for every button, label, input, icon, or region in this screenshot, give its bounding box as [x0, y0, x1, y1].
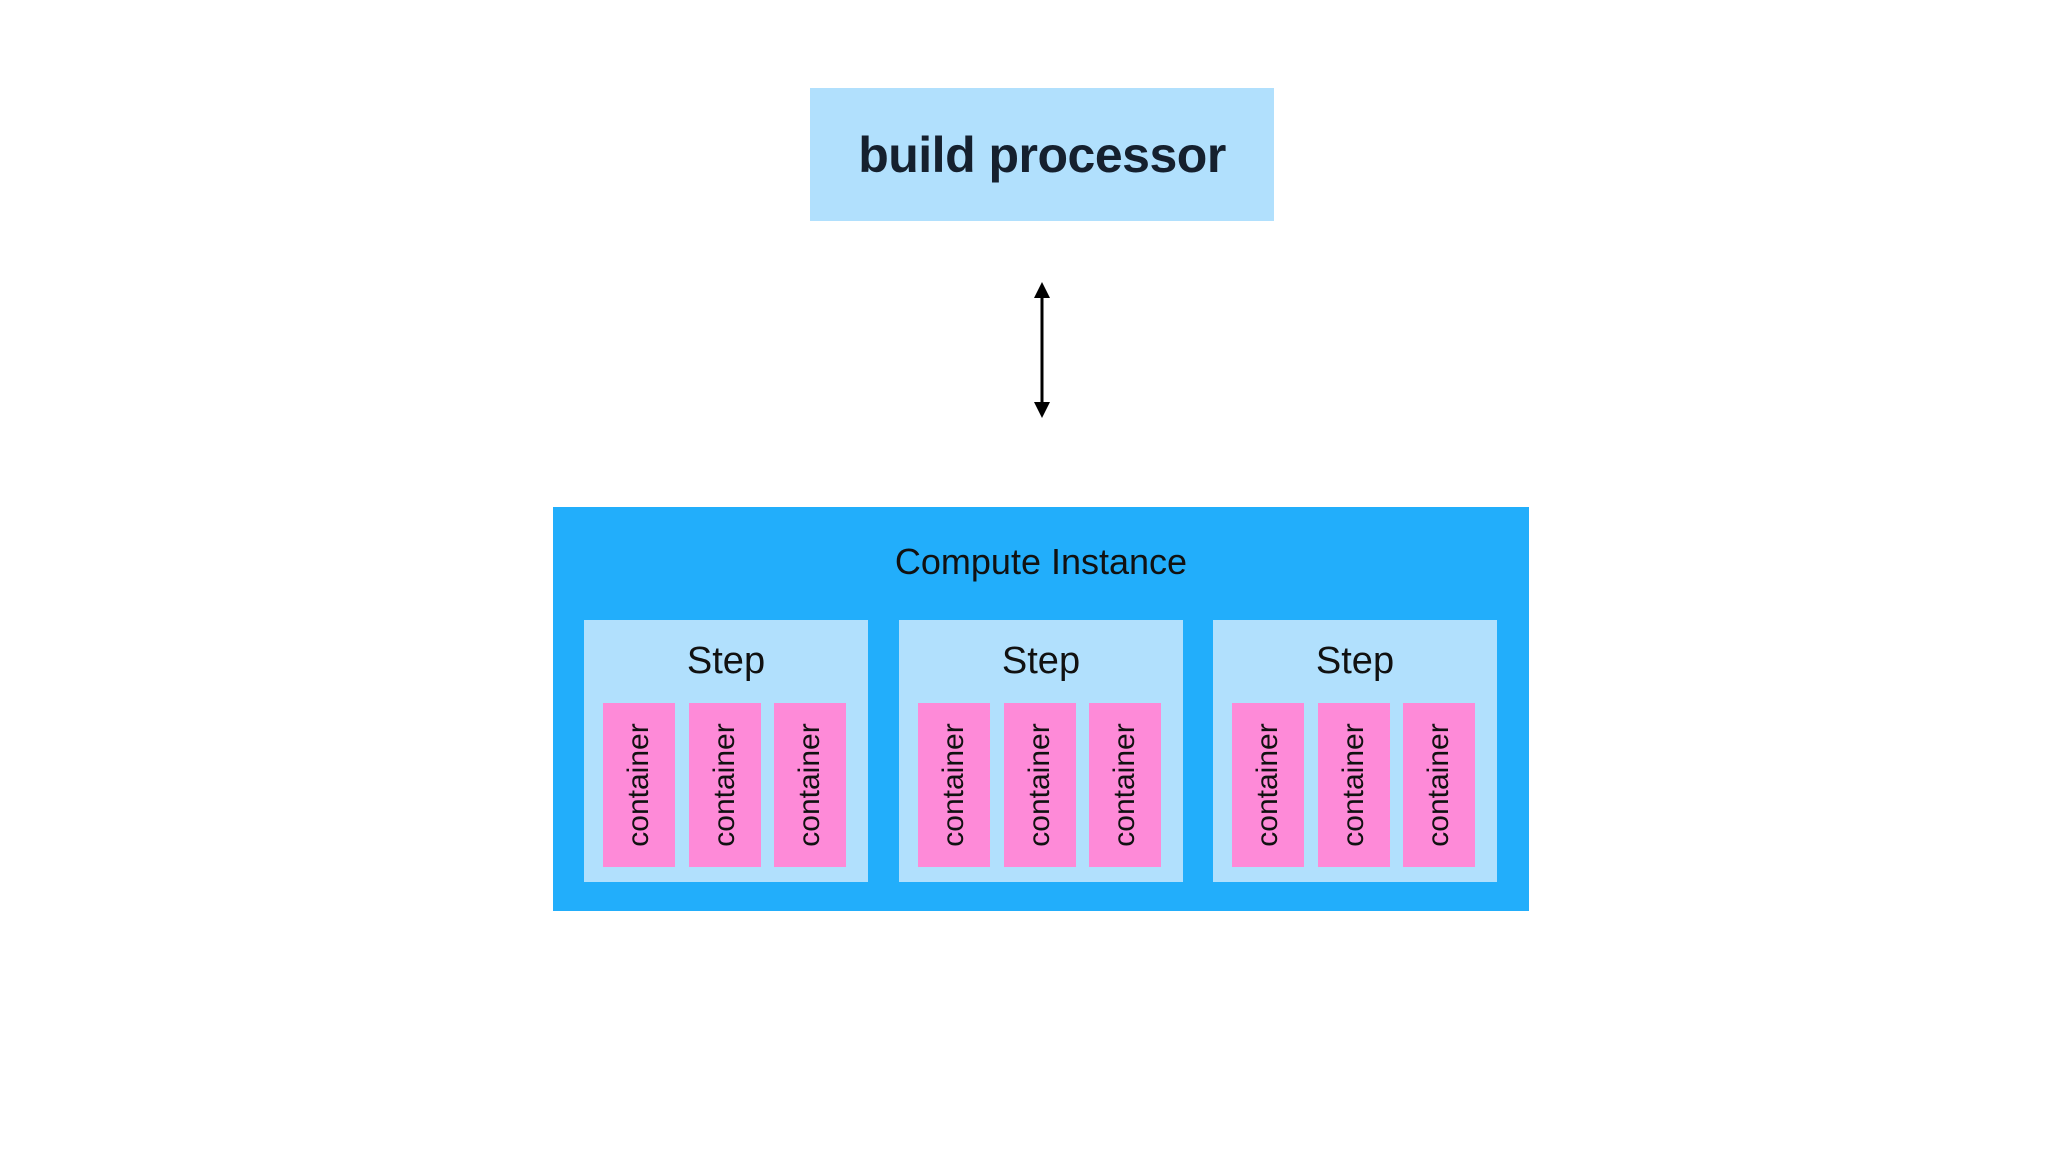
container-label: container — [622, 723, 655, 847]
container-label: container — [1337, 723, 1370, 847]
step-label: Step — [686, 640, 766, 682]
container-box: container — [1004, 703, 1076, 867]
container-label: container — [1108, 723, 1141, 847]
container-box: container — [918, 703, 990, 867]
container-label: container — [1422, 723, 1455, 847]
container-box: container — [1232, 703, 1304, 867]
compute-instance-box: Compute Instance Step container containe… — [553, 507, 1529, 911]
build-processor-label: build processor — [858, 126, 1226, 183]
step-label: Step — [1001, 640, 1081, 682]
double-arrow-icon — [1034, 282, 1050, 418]
step-box: Step container container container — [1213, 620, 1497, 882]
step-box: Step container container container — [899, 620, 1183, 882]
container-label: container — [1023, 723, 1056, 847]
step-label: Step — [1315, 640, 1395, 682]
container-label: container — [1251, 723, 1284, 847]
compute-instance-label: Compute Instance — [894, 541, 1188, 582]
container-box: container — [1318, 703, 1390, 867]
container-box: container — [774, 703, 846, 867]
container-box: container — [1403, 703, 1475, 867]
container-box: container — [603, 703, 675, 867]
container-box: container — [689, 703, 761, 867]
container-label: container — [793, 723, 826, 847]
container-box: container — [1089, 703, 1161, 867]
container-label: container — [937, 723, 970, 847]
build-processor-box: build processor — [810, 88, 1274, 221]
step-box: Step container container container — [584, 620, 868, 882]
container-label: container — [708, 723, 741, 847]
